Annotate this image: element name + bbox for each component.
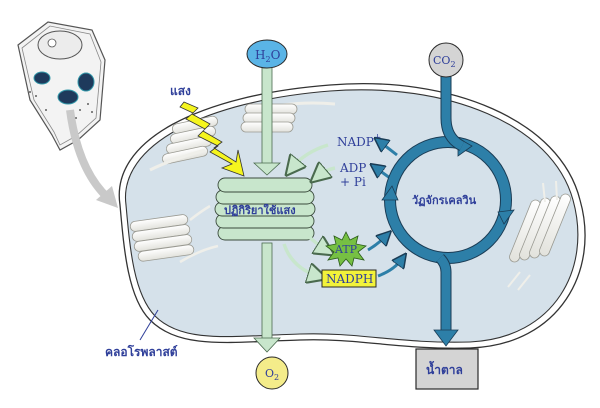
calvin-cycle: วัฏจักรเคลวิน [381, 136, 515, 264]
svg-text:H2O: H2O [255, 48, 281, 64]
nadph-to-calvin-arrow [377, 259, 402, 278]
water-arrow-head [252, 162, 282, 176]
light-label: แสง [170, 84, 191, 98]
light-reaction-label: ปฏิกิริยาใช้แสง [224, 203, 296, 217]
granum-left [129, 204, 219, 264]
svg-text:ATP: ATP [334, 243, 358, 256]
adp-label: ADP [339, 161, 366, 175]
calvin-cycle-label: วัฏจักรเคลวิน [412, 194, 477, 207]
oxygen-flow-bar [261, 242, 273, 341]
pi-label: + Pi [340, 175, 366, 189]
atp-node: ATP [325, 231, 367, 267]
zoom-arrow [66, 109, 111, 201]
calvin-arrowhead-left [381, 185, 399, 201]
adp-return-arrow [318, 168, 336, 176]
svg-text:CO2: CO2 [433, 54, 456, 69]
sugar-node: น้ำตาล [415, 348, 479, 390]
plant-cell-illustration [17, 21, 106, 151]
calvin-arrowhead-right [497, 209, 515, 225]
co2-node: CO2 [428, 42, 464, 78]
oxygen-node: O2 [255, 356, 289, 390]
water-flow-bar [261, 64, 273, 168]
nadph-node: NADPH [321, 269, 377, 288]
atp-to-calvin-arrow [367, 236, 386, 252]
svg-text:O2: O2 [265, 367, 279, 382]
granum-right [507, 180, 571, 291]
to-nadph-arrow [282, 243, 318, 276]
water-node: H2O [246, 39, 288, 69]
chloroplast-pointer [139, 309, 159, 341]
light-reaction-thylakoid: ปฏิกิริยาใช้แสง [214, 177, 316, 241]
sugar-arrow-head [433, 329, 459, 347]
oxygen-arrow-head [253, 337, 281, 353]
zoom-arrow-head [96, 186, 118, 208]
svg-text:NADPH: NADPH [326, 272, 373, 286]
calvin-to-nadp-arrow [380, 142, 398, 157]
chloroplast-label: คลอโรพลาสต์ [105, 344, 178, 359]
nadp-return-arrow [292, 143, 329, 168]
to-atp-arrow [306, 234, 326, 250]
svg-text:น้ำตาล: น้ำตาล [426, 360, 463, 377]
light-bolt-icon [179, 101, 245, 177]
